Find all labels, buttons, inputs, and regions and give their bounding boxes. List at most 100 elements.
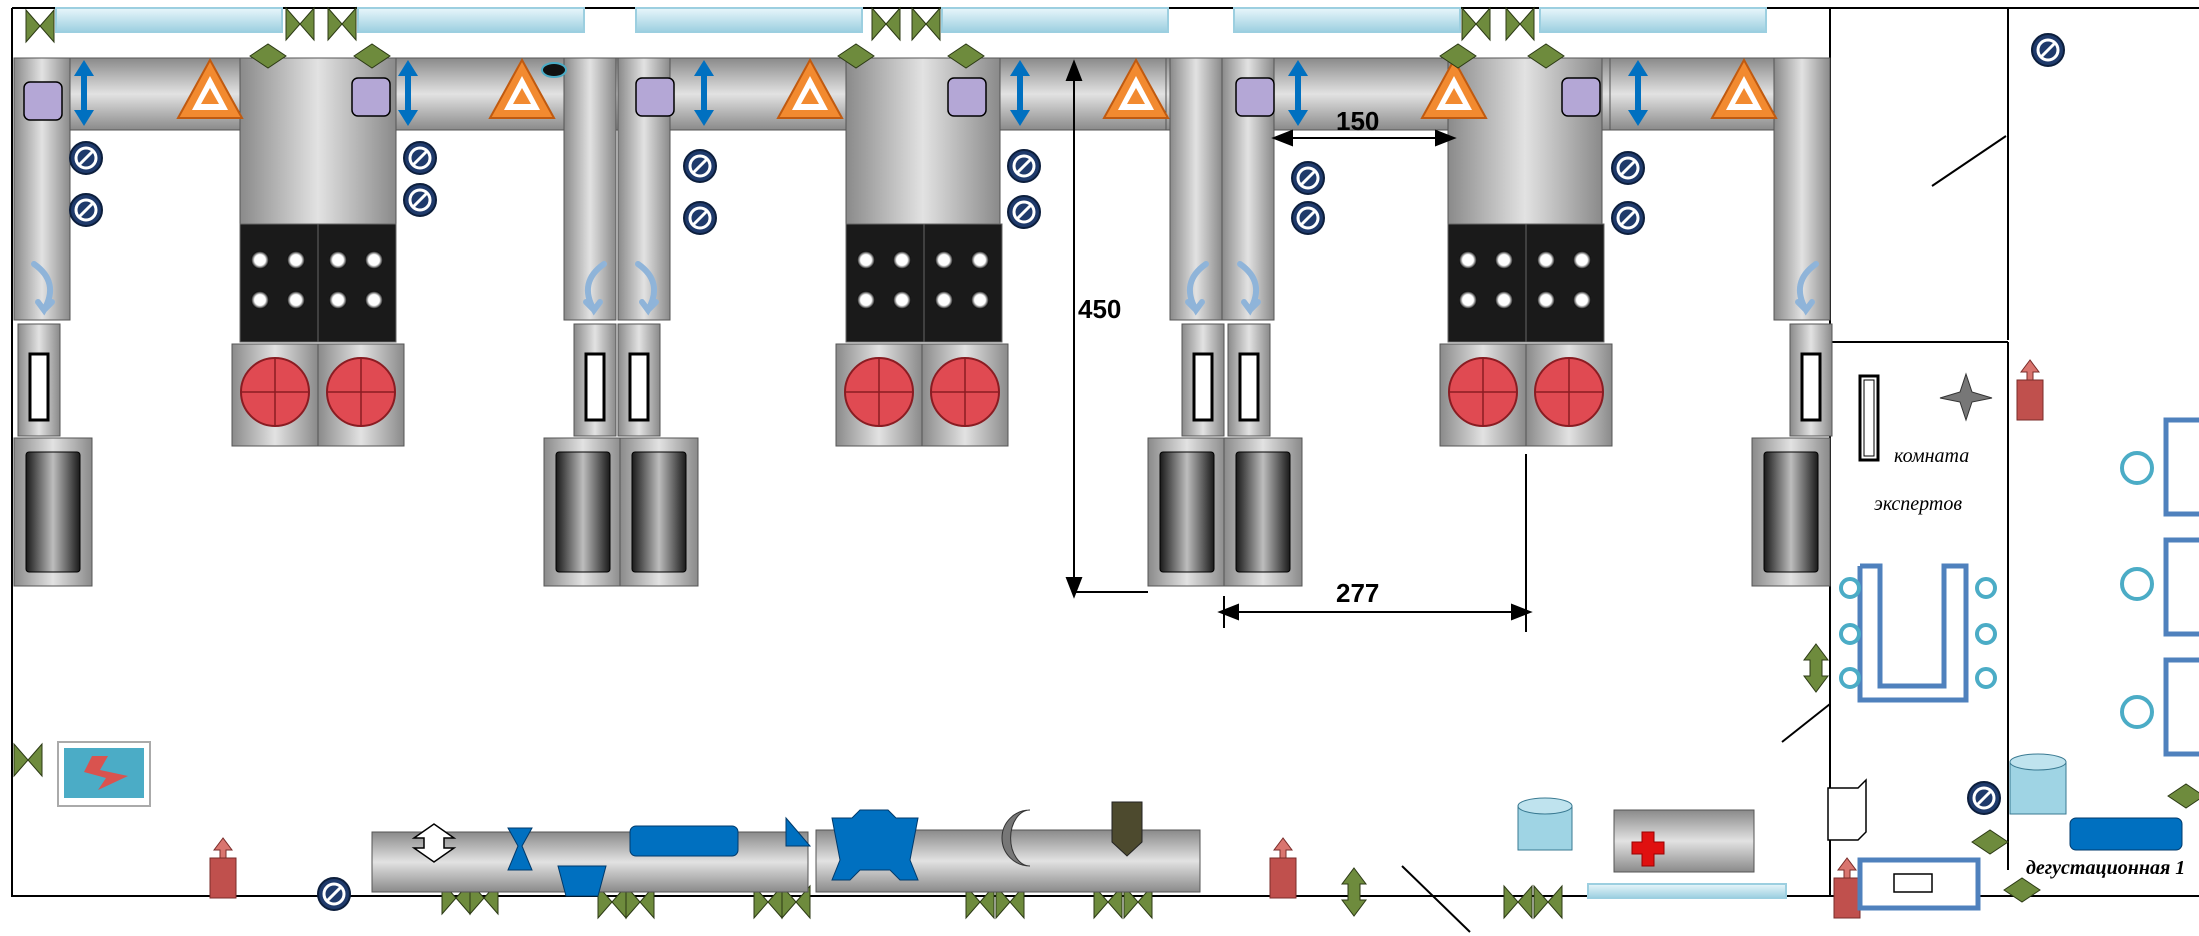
no-entry-bar <box>77 149 95 167</box>
slot-icon <box>628 352 650 422</box>
valve-icon <box>871 6 887 42</box>
diamond-valve-icon <box>947 43 985 69</box>
valve-icon <box>639 884 655 920</box>
conference-table <box>1857 563 1969 703</box>
valve-icon <box>1475 6 1491 42</box>
swirl-arrow-icon <box>1237 261 1261 316</box>
extinguisher-icon <box>2016 379 2044 421</box>
diamond-valve-icon <box>1971 829 2009 855</box>
valve-icon <box>995 884 1011 920</box>
diamond-valve-icon <box>2003 877 2041 903</box>
swirl-arrow-icon <box>1185 261 1209 316</box>
diamond-valve-icon <box>249 43 287 69</box>
warning-triangle-core <box>513 88 531 104</box>
oven-door <box>555 451 611 573</box>
burner-icon <box>365 251 383 269</box>
burner-icon <box>329 291 347 309</box>
red-cross-icon <box>1631 831 1665 867</box>
swirl-arrow-icon <box>635 261 659 316</box>
electrical-panel <box>57 741 151 807</box>
double-arrow-icon <box>411 823 457 863</box>
no-entry-ring <box>74 198 98 222</box>
slot-icon <box>1800 352 1822 422</box>
no-entry-bar <box>325 885 343 903</box>
burner-icon <box>1495 291 1513 309</box>
burner-icon <box>893 291 911 309</box>
valve-icon <box>1517 884 1533 920</box>
cooking-stations <box>13 57 1833 587</box>
oven-door <box>631 451 687 573</box>
extinguisher-top <box>1837 857 1857 879</box>
burner-icon <box>1537 251 1555 269</box>
dimension-lines <box>1065 59 1533 632</box>
windows <box>55 7 1787 899</box>
extinguisher-icon <box>1833 877 1861 919</box>
no-entry-ring <box>1616 156 1640 180</box>
room-tasting-label: дегустационная 1 <box>2026 857 2185 879</box>
warning-triangle-core <box>801 88 819 104</box>
box-icon <box>1827 778 1867 841</box>
no-entry-ring <box>688 154 712 178</box>
arrow-head <box>74 110 94 126</box>
vertical-counter <box>563 57 617 321</box>
arrow-head <box>1288 110 1308 126</box>
chairs <box>1839 577 1997 689</box>
arrow-head <box>694 60 714 76</box>
no-entry-bar <box>411 149 429 167</box>
burner-icon <box>251 291 269 309</box>
arrow-head <box>398 110 418 126</box>
no-entry-bar <box>77 201 95 219</box>
no-entry-ring <box>1972 786 1996 810</box>
purple-square-icon <box>635 77 675 117</box>
hourglass-icon <box>507 827 533 871</box>
oven-door <box>1763 451 1819 573</box>
valve-icon <box>781 884 797 920</box>
no-entry-bar <box>1975 789 1993 807</box>
no-entry-ring <box>1296 206 1320 230</box>
burner-icon <box>1459 291 1477 309</box>
burner-icon <box>365 291 383 309</box>
extinguisher-top <box>1273 837 1293 859</box>
diamond-valve-icon <box>2167 783 2199 809</box>
burner-icon <box>893 251 911 269</box>
burner-icon <box>1573 251 1591 269</box>
extinguisher-icon <box>1269 857 1297 899</box>
fire-extinguishers <box>209 359 2044 919</box>
burner-icon <box>287 291 305 309</box>
window <box>1539 7 1767 33</box>
blue-mixer-icon <box>831 809 919 881</box>
valve-icon <box>1533 884 1549 920</box>
valve-icon <box>625 884 641 920</box>
valve-icon <box>27 742 43 778</box>
burner-icon <box>1495 251 1513 269</box>
purple-square-icon <box>23 81 63 121</box>
door-swing-lines <box>1401 135 2007 933</box>
no-entry-ring <box>74 146 98 170</box>
valve-icon <box>285 6 301 42</box>
valve-icon <box>795 884 811 920</box>
valve-icon <box>597 884 613 920</box>
pentagon-icon <box>1111 801 1143 857</box>
purple-square-icon <box>1561 77 1601 117</box>
slot-icon <box>28 352 50 422</box>
warning-triangle-core <box>201 88 219 104</box>
cooktop <box>923 223 1003 343</box>
tasting-room: дегустационная 1 <box>2009 417 2199 879</box>
valve-icon <box>1107 884 1123 920</box>
vertical-counter <box>1169 57 1223 321</box>
blue-cylinder-icon <box>2009 761 2067 815</box>
arrow-head <box>74 60 94 76</box>
valve-icon <box>753 884 769 920</box>
no-entry-bar <box>691 209 709 227</box>
valve-icon <box>13 742 29 778</box>
lightning-icon <box>84 756 128 790</box>
arrow-head <box>1288 60 1308 76</box>
gas-valves <box>13 6 1563 920</box>
blue-tank-icon <box>629 825 739 857</box>
no-entry-ring <box>322 882 346 906</box>
extinguisher-top <box>213 837 233 859</box>
bottom-counter <box>371 797 1755 897</box>
no-entry-ring <box>2036 38 2060 62</box>
arrow-head <box>1628 110 1648 126</box>
